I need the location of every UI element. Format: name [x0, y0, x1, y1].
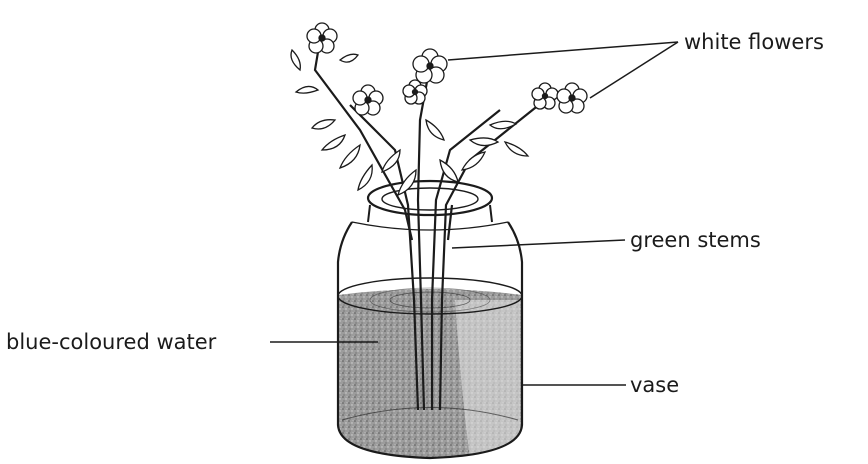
leaf-icon — [382, 150, 400, 172]
leaf-icon — [358, 165, 372, 190]
leaf-icon — [322, 135, 345, 150]
flower-icon — [353, 85, 383, 115]
leaf-icon — [470, 138, 498, 146]
label-vase: vase — [630, 373, 679, 397]
flower-icon — [532, 83, 558, 109]
leaf-icon — [462, 152, 485, 170]
label-white-flowers: white flowers — [684, 30, 824, 54]
leaf-icon — [312, 120, 335, 129]
leaf-icon — [426, 120, 444, 140]
leader-line-stems — [452, 240, 625, 248]
flower-icon — [557, 83, 587, 113]
leaf-icon — [505, 142, 528, 156]
flowers — [307, 23, 587, 115]
leaves — [291, 50, 528, 195]
leaf-icon — [296, 86, 318, 93]
label-blue-coloured-water: blue-coloured water — [6, 330, 217, 354]
flower-icon — [413, 49, 447, 83]
leaf-icon — [340, 54, 358, 62]
leaf-icon — [340, 145, 360, 168]
leader-line-flowers-2 — [590, 42, 678, 98]
vase — [338, 181, 522, 460]
leaf-icon — [291, 50, 300, 70]
label-green-stems: green stems — [630, 228, 761, 252]
flower-icon — [307, 23, 337, 53]
leader-line-flowers-1 — [448, 42, 678, 60]
